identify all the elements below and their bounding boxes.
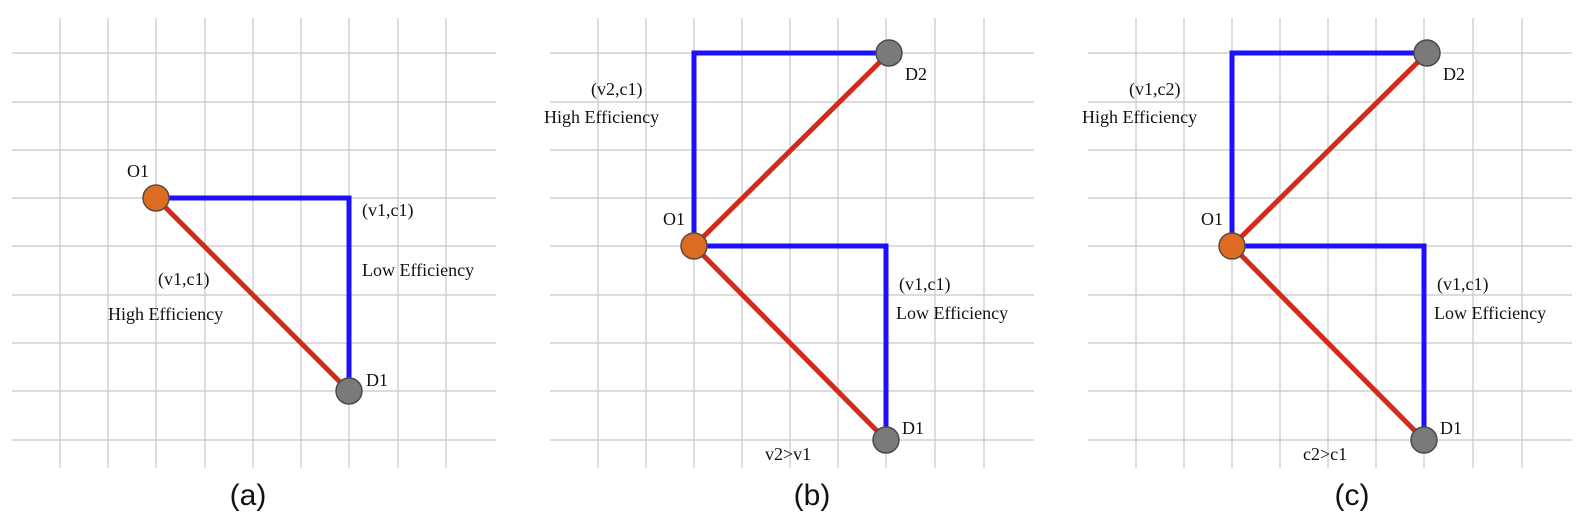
panel-a-red-params-label: (v1,c1) — [158, 269, 209, 290]
panel-b-blue-route-upper — [691, 50, 889, 246]
panel-c-red-route-lower — [1230, 244, 1426, 442]
panel-c-blue-route-upper — [1229, 50, 1427, 246]
panel-b-condition-label: v2>v1 — [765, 444, 811, 464]
panel-c-origin-node — [1218, 232, 1246, 260]
panel-b-dest1-label: D1 — [902, 418, 924, 438]
panel-c-grid — [1088, 18, 1572, 468]
panel-c-origin-label: O1 — [1201, 209, 1223, 229]
panel-a-red-efficiency-label: High Efficiency — [108, 304, 223, 324]
panel-b-lower-efficiency-label: Low Efficiency — [896, 303, 1008, 323]
panel-c-blue-route-lower — [1232, 243, 1427, 440]
panel-a-blue-efficiency-label: Low Efficiency — [362, 260, 474, 280]
panel-b-caption: (b) — [794, 479, 831, 512]
panel-a-grid — [12, 18, 496, 468]
panel-b: O1 D2 D1 (v2,c1) High Efficiency (v1,c1)… — [544, 18, 1034, 512]
panel-a-caption: (a) — [230, 479, 267, 512]
panel-b-destination-node-d1 — [872, 426, 900, 454]
panel-a-blue-params-label: (v1,c1) — [362, 200, 413, 221]
panel-b-upper-efficiency-label: High Efficiency — [544, 107, 659, 127]
panel-c-upper-efficiency-label: High Efficiency — [1082, 107, 1197, 127]
panel-b-red-route-upper — [692, 51, 891, 248]
panel-c: O1 D2 D1 (v1,c2) High Efficiency (v1,c1)… — [1082, 18, 1572, 512]
panel-a-red-route — [154, 196, 351, 393]
panel-a-dest1-label: D1 — [366, 370, 388, 390]
panel-b-origin-node — [680, 232, 708, 260]
panel-c-caption: (c) — [1335, 479, 1370, 512]
panel-c-red-route-upper — [1230, 51, 1429, 248]
panel-c-dest1-label: D1 — [1440, 418, 1462, 438]
panel-b-dest2-label: D2 — [905, 64, 927, 84]
panel-b-origin-label: O1 — [663, 209, 685, 229]
panel-a-destination-node-d1 — [335, 377, 363, 405]
panel-c-dest2-label: D2 — [1443, 64, 1465, 84]
panel-a: O1 D1 (v1,c1) Low Efficiency (v1,c1) Hig… — [12, 18, 496, 512]
panel-b-red-route-lower — [692, 244, 888, 442]
panel-a-origin-label: O1 — [127, 161, 149, 181]
panel-c-destination-node-d1 — [1410, 426, 1438, 454]
panel-b-lower-params-label: (v1,c1) — [899, 274, 950, 295]
panel-a-origin-node — [142, 184, 170, 212]
panel-b-destination-node-d2 — [875, 39, 903, 67]
panel-b-blue-route-lower — [694, 243, 889, 440]
panel-c-lower-efficiency-label: Low Efficiency — [1434, 303, 1546, 323]
panel-c-lower-params-label: (v1,c1) — [1437, 274, 1488, 295]
panel-c-destination-node-d2 — [1413, 39, 1441, 67]
panel-c-upper-params-label: (v1,c2) — [1129, 79, 1180, 100]
panel-a-blue-route — [156, 195, 352, 391]
panel-c-condition-label: c2>c1 — [1303, 444, 1347, 464]
panel-b-upper-params-label: (v2,c1) — [591, 79, 642, 100]
